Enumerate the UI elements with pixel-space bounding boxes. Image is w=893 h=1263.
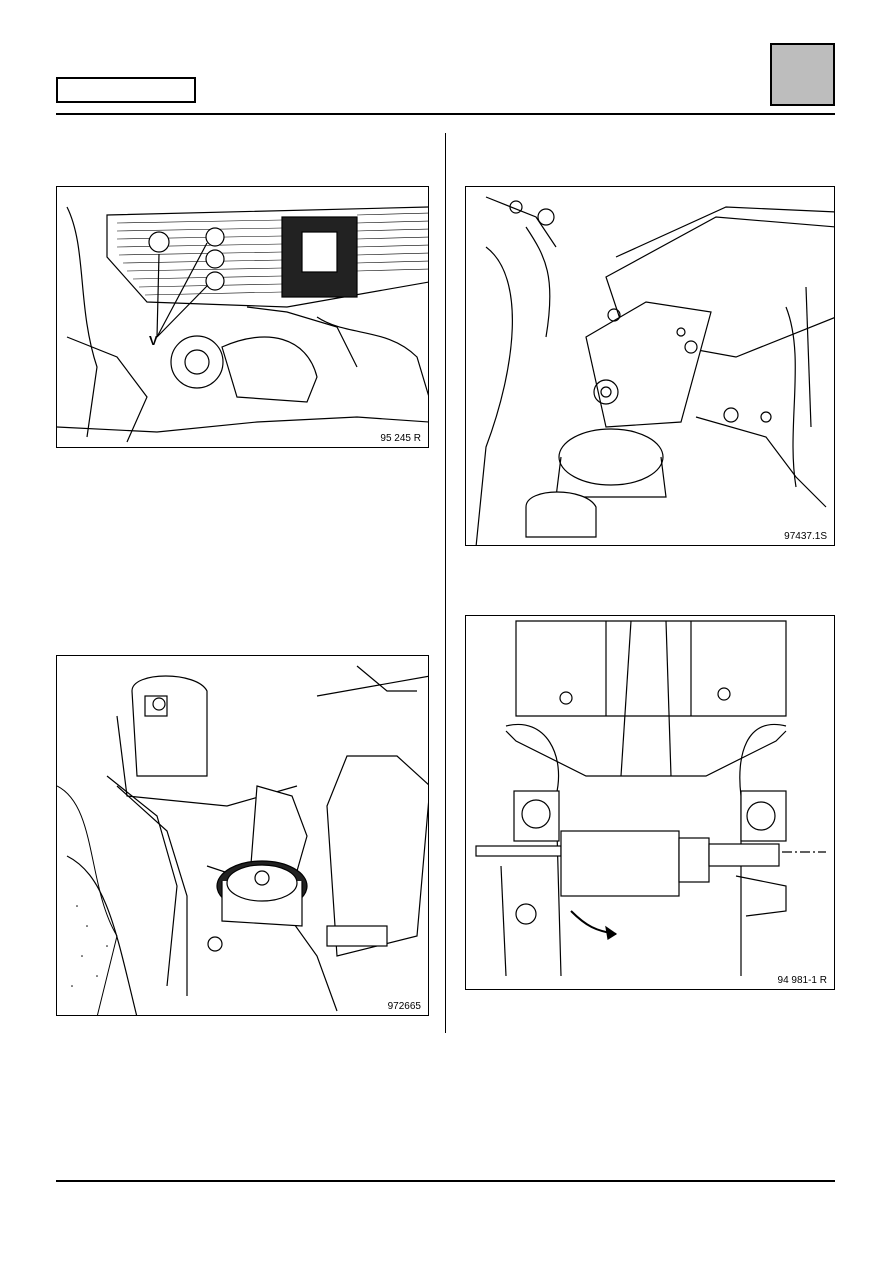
header-rule [56, 113, 835, 115]
figure-label: 94 981-1 R [776, 975, 828, 986]
figure-2-illustration [475, 196, 834, 545]
callout-v: V [149, 333, 158, 348]
section-reference-box [56, 77, 196, 103]
figure-3-illustration [57, 665, 428, 1015]
figure-engine-mount-pad: 972665 [56, 655, 429, 1016]
figure-1-illustration [57, 206, 428, 443]
figure-subframe-tool: 94 981-1 R [465, 615, 835, 990]
footer-rule [56, 1180, 835, 1182]
figure-label: 972665 [386, 1001, 422, 1012]
column-divider [445, 133, 446, 1033]
figure-label: 97437.1S [783, 531, 828, 542]
page-tab-box [770, 43, 835, 106]
figure-4-illustration [475, 620, 826, 977]
figure-radiator-crossmember: V 95 245 R [56, 186, 429, 448]
figure-engine-mount-bracket: 97437.1S [465, 186, 835, 546]
figure-label: 95 245 R [379, 433, 422, 444]
